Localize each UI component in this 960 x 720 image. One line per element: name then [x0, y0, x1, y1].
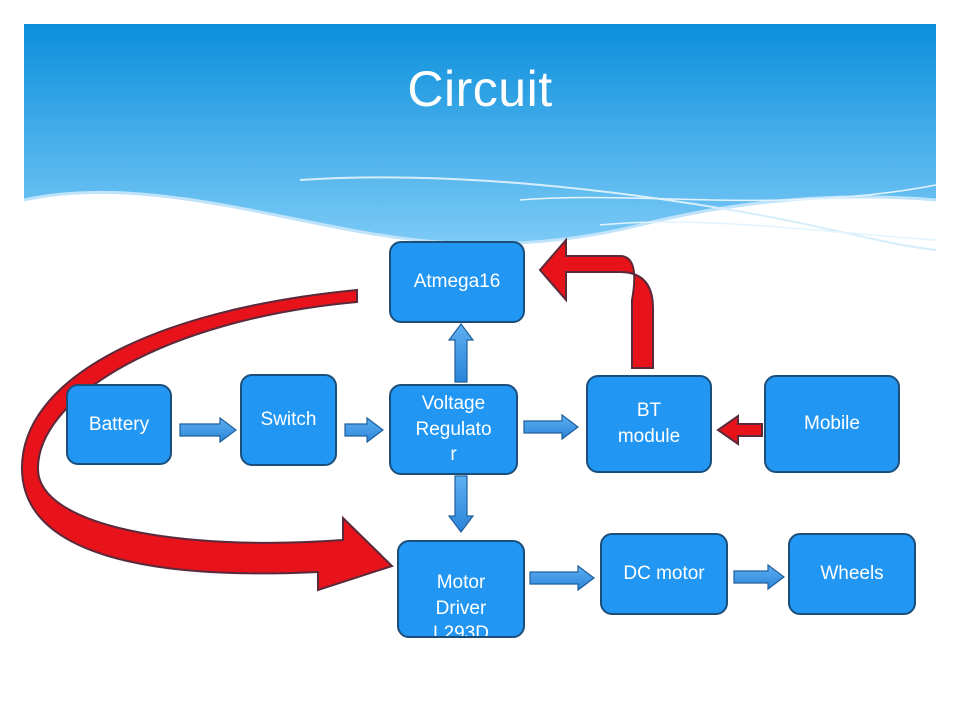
header-band	[24, 24, 936, 244]
node-mobile: Mobile	[764, 375, 900, 473]
node-motor-driver: Motor Driver L293D	[397, 540, 525, 638]
slide-title: Circuit	[407, 61, 553, 117]
flow-arrows	[179, 323, 785, 592]
arrow-regulator-to-bt	[523, 413, 579, 441]
arrow-battery-to-switch	[179, 416, 237, 444]
arrow-mobile-to-bt	[716, 414, 763, 446]
arrow-regulator-to-driver	[447, 475, 475, 533]
arrow-switch-to-regulator	[344, 416, 384, 444]
node-atmega16: Atmega16	[389, 241, 525, 323]
arrow-bt-to-atmega	[538, 237, 654, 369]
node-wheels: Wheels	[788, 533, 916, 615]
arrow-dcmotor-to-wheels	[733, 563, 785, 591]
node-battery: Battery	[66, 384, 172, 465]
node-voltage-regulator: Voltage Regulato r	[389, 384, 518, 475]
header-wave-4	[599, 221, 937, 241]
header-wave-3	[519, 184, 937, 202]
arrow-regulator-to-atmega	[447, 323, 475, 383]
node-dc-motor: DC motor	[600, 533, 728, 615]
header-wave-2	[299, 176, 937, 251]
arrow-driver-to-dcmotor	[529, 564, 595, 592]
node-switch: Switch	[240, 374, 337, 466]
node-bt-module: BT module	[586, 375, 712, 473]
